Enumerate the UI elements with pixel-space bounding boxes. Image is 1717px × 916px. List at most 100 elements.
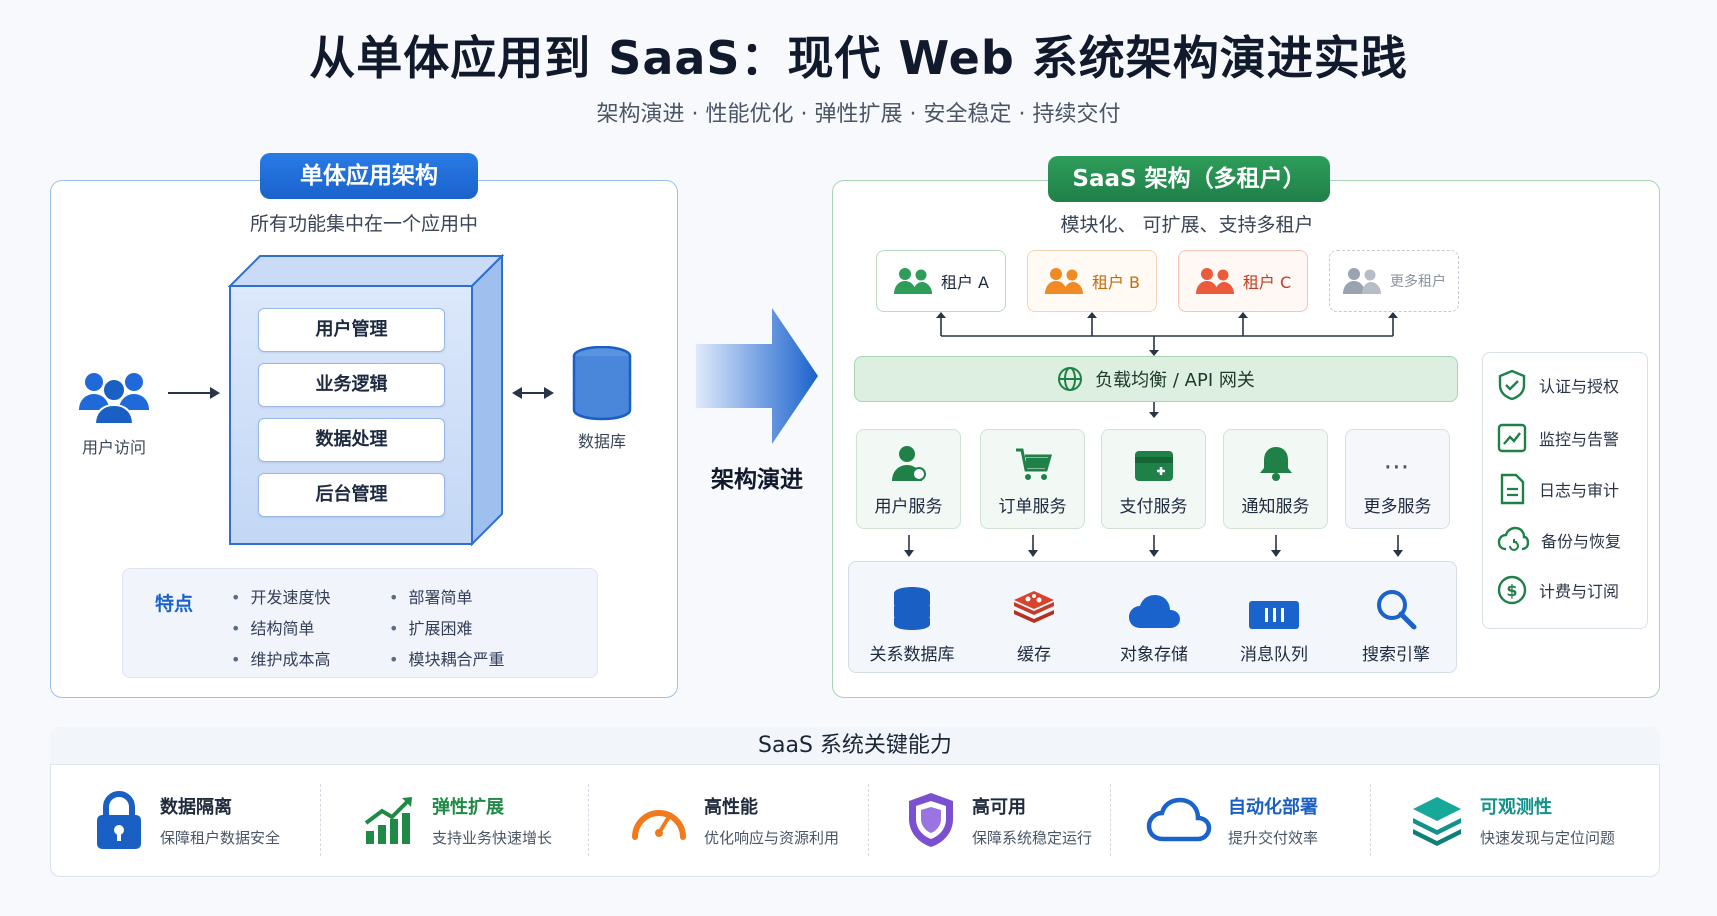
capability-title: 自动化部署 (1228, 796, 1318, 818)
shield-icon (909, 793, 953, 847)
lock-icon (97, 791, 141, 849)
capability-title: 高性能 (704, 796, 758, 818)
feature-item: 扩展困难 (389, 615, 472, 639)
speedometer-icon (632, 810, 686, 840)
feature-item: 部署简单 (389, 584, 472, 608)
feature-item: 模块耦合严重 (389, 646, 504, 670)
features-title: 特点 (155, 593, 194, 615)
saas-subtitle: 模块化、 可扩展、支持多租户 (1060, 214, 1314, 236)
tenant-c[interactable]: 租户 C (1178, 250, 1308, 312)
side-label: 监控与告警 (1539, 430, 1620, 449)
users-icon (79, 373, 149, 425)
module-admin: 后台管理 (258, 473, 445, 517)
cache-stack-icon (1014, 591, 1054, 623)
capability-desc: 保障租户数据安全 (160, 828, 281, 847)
service-payment[interactable]: 支付服务 (1101, 429, 1206, 529)
side-label: 计费与订阅 (1539, 582, 1620, 601)
more-icon: ⋯ (1383, 452, 1412, 482)
capability-desc: 保障系统稳定运行 (972, 828, 1093, 847)
search-icon (1377, 590, 1417, 630)
monolith-subtitle: 所有功能集中在一个应用中 (249, 213, 478, 235)
service-label: 订单服务 (998, 497, 1067, 517)
bell-icon (1259, 447, 1292, 481)
side-label: 认证与授权 (1539, 377, 1620, 396)
arrow-bidirectional-icon (512, 387, 554, 399)
capability-automated-deploy: 自动化部署提升交付效率 (1146, 785, 1318, 855)
service-notification[interactable]: 通知服务 (1223, 429, 1328, 529)
cross-cutting-panel: 认证与授权 监控与告警 日志与审计 备份与恢复 $ 计费与订阅 (1482, 352, 1648, 629)
users-icon (1343, 268, 1381, 294)
infra-cache[interactable]: 缓存 (979, 574, 1089, 665)
module-stack: 用户管理 业务逻辑 数据处理 后台管理 (230, 286, 472, 544)
capability-observability: 可观测性快速发现与定位问题 (1410, 785, 1615, 855)
side-label: 备份与恢复 (1541, 532, 1622, 551)
chart-line-icon (1497, 423, 1527, 453)
infra-search-engine[interactable]: 搜索引擎 (1341, 574, 1451, 665)
evolution-arrow-icon (696, 308, 818, 444)
svg-text:$: $ (1506, 581, 1517, 600)
feature-item: 开发速度快 (231, 584, 330, 608)
tenant-b[interactable]: 租户 B (1027, 250, 1157, 312)
side-billing[interactable]: $ 计费与订阅 (1497, 575, 1619, 605)
shopping-cart-icon (1015, 448, 1052, 480)
infra-label: 搜索引擎 (1362, 645, 1430, 665)
service-label: 用户服务 (874, 497, 943, 517)
side-backup[interactable]: 备份与恢复 (1497, 525, 1621, 555)
module-business-logic: 业务逻辑 (258, 363, 445, 407)
tenant-a[interactable]: 租户 A (876, 250, 1006, 312)
arrow-right-icon (168, 387, 220, 399)
api-gateway-label: 负载均衡 / API 网关 (1095, 370, 1255, 391)
divider (320, 784, 321, 856)
user-icon (891, 446, 926, 481)
database: 数据库 (570, 345, 634, 452)
side-monitoring[interactable]: 监控与告警 (1497, 423, 1619, 453)
tenant-a-label: 租户 A (940, 273, 990, 292)
capability-title: 数据隔离 (160, 796, 232, 818)
capability-title: 可观测性 (1480, 796, 1552, 818)
tenant-c-label: 租户 C (1242, 273, 1292, 292)
service-label: 通知服务 (1241, 497, 1310, 517)
database-icon (894, 587, 930, 630)
infra-label: 关系数据库 (869, 645, 955, 665)
service-arrows (904, 535, 1403, 557)
module-user-management: 用户管理 (258, 308, 445, 352)
growth-chart-icon (364, 797, 412, 844)
monolith-title: 单体应用架构 (260, 153, 478, 199)
service-user[interactable]: 用户服务 (856, 429, 961, 529)
capability-high-performance: 高性能优化响应与资源利用 (630, 785, 839, 855)
capability-elastic-scaling: 弹性扩展支持业务快速增长 (364, 785, 552, 855)
database-icon (572, 345, 632, 421)
cloud-sync-icon (1497, 526, 1529, 551)
page-subtitle: 架构演进 · 性能优化 · 弹性扩展 · 安全稳定 · 持续交付 (596, 102, 1121, 127)
shield-check-icon (1498, 369, 1526, 401)
capability-high-availability: 高可用保障系统稳定运行 (906, 785, 1092, 855)
tenant-more-label: 更多租户 (1390, 274, 1446, 290)
queue-icon (1249, 601, 1299, 629)
users-icon (893, 268, 932, 294)
wallet-icon (1134, 451, 1173, 481)
users-icon (1195, 268, 1234, 294)
feature-item: 维护成本高 (231, 646, 330, 670)
saas-title: SaaS 架构（多租户） (1048, 156, 1330, 202)
service-more[interactable]: ⋯ 更多服务 (1345, 429, 1450, 529)
service-label: 更多服务 (1363, 497, 1432, 517)
capability-desc: 支持业务快速增长 (432, 828, 553, 847)
capability-title: 弹性扩展 (432, 796, 504, 818)
infra-message-queue[interactable]: 消息队列 (1219, 574, 1329, 665)
capability-desc: 快速发现与定位问题 (1480, 828, 1616, 847)
evolution-label: 架构演进 (711, 467, 803, 493)
module-data-processing: 数据处理 (258, 418, 445, 462)
infra-label: 对象存储 (1120, 645, 1188, 665)
service-order[interactable]: 订单服务 (980, 429, 1085, 529)
side-logging[interactable]: 日志与审计 (1497, 473, 1619, 505)
tenant-more[interactable]: 更多租户 (1329, 250, 1459, 312)
capability-data-isolation: 数据隔离保障租户数据安全 (94, 785, 280, 855)
infra-rdb[interactable]: 关系数据库 (857, 574, 967, 665)
page-title: 从单体应用到 SaaS：现代 Web 系统架构演进实践 (309, 31, 1408, 85)
side-auth[interactable]: 认证与授权 (1497, 369, 1619, 401)
api-gateway[interactable]: 负载均衡 / API 网关 (854, 356, 1458, 402)
infra-object-storage[interactable]: 对象存储 (1099, 574, 1209, 665)
capabilities-title: SaaS 系统关键能力 (50, 727, 1660, 765)
divider (1370, 784, 1371, 856)
users-icon (1044, 268, 1083, 294)
